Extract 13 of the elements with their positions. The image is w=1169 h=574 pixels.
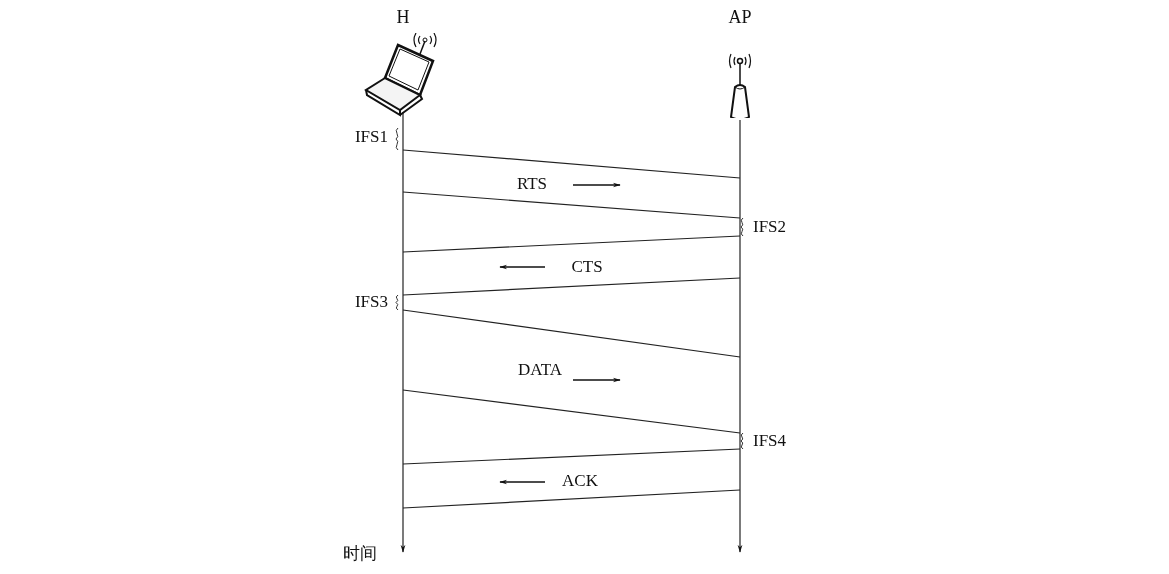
frame-label: CTS xyxy=(571,258,603,275)
device-label: H xyxy=(396,8,410,26)
interval-label: IFS1 xyxy=(354,128,388,145)
axis-label: 时间 xyxy=(343,545,377,562)
interval-label: IFS2 xyxy=(753,218,787,235)
timeline-arrow xyxy=(737,119,743,553)
interval-label: IFS3 xyxy=(354,293,388,310)
interval-label: IFS4 xyxy=(753,432,787,449)
frame-label: ACK xyxy=(562,472,598,489)
frame-label: RTS xyxy=(516,175,548,192)
device-label: AP xyxy=(728,8,752,26)
timeline-arrow xyxy=(400,111,406,553)
frame-label: DATA xyxy=(518,361,562,378)
